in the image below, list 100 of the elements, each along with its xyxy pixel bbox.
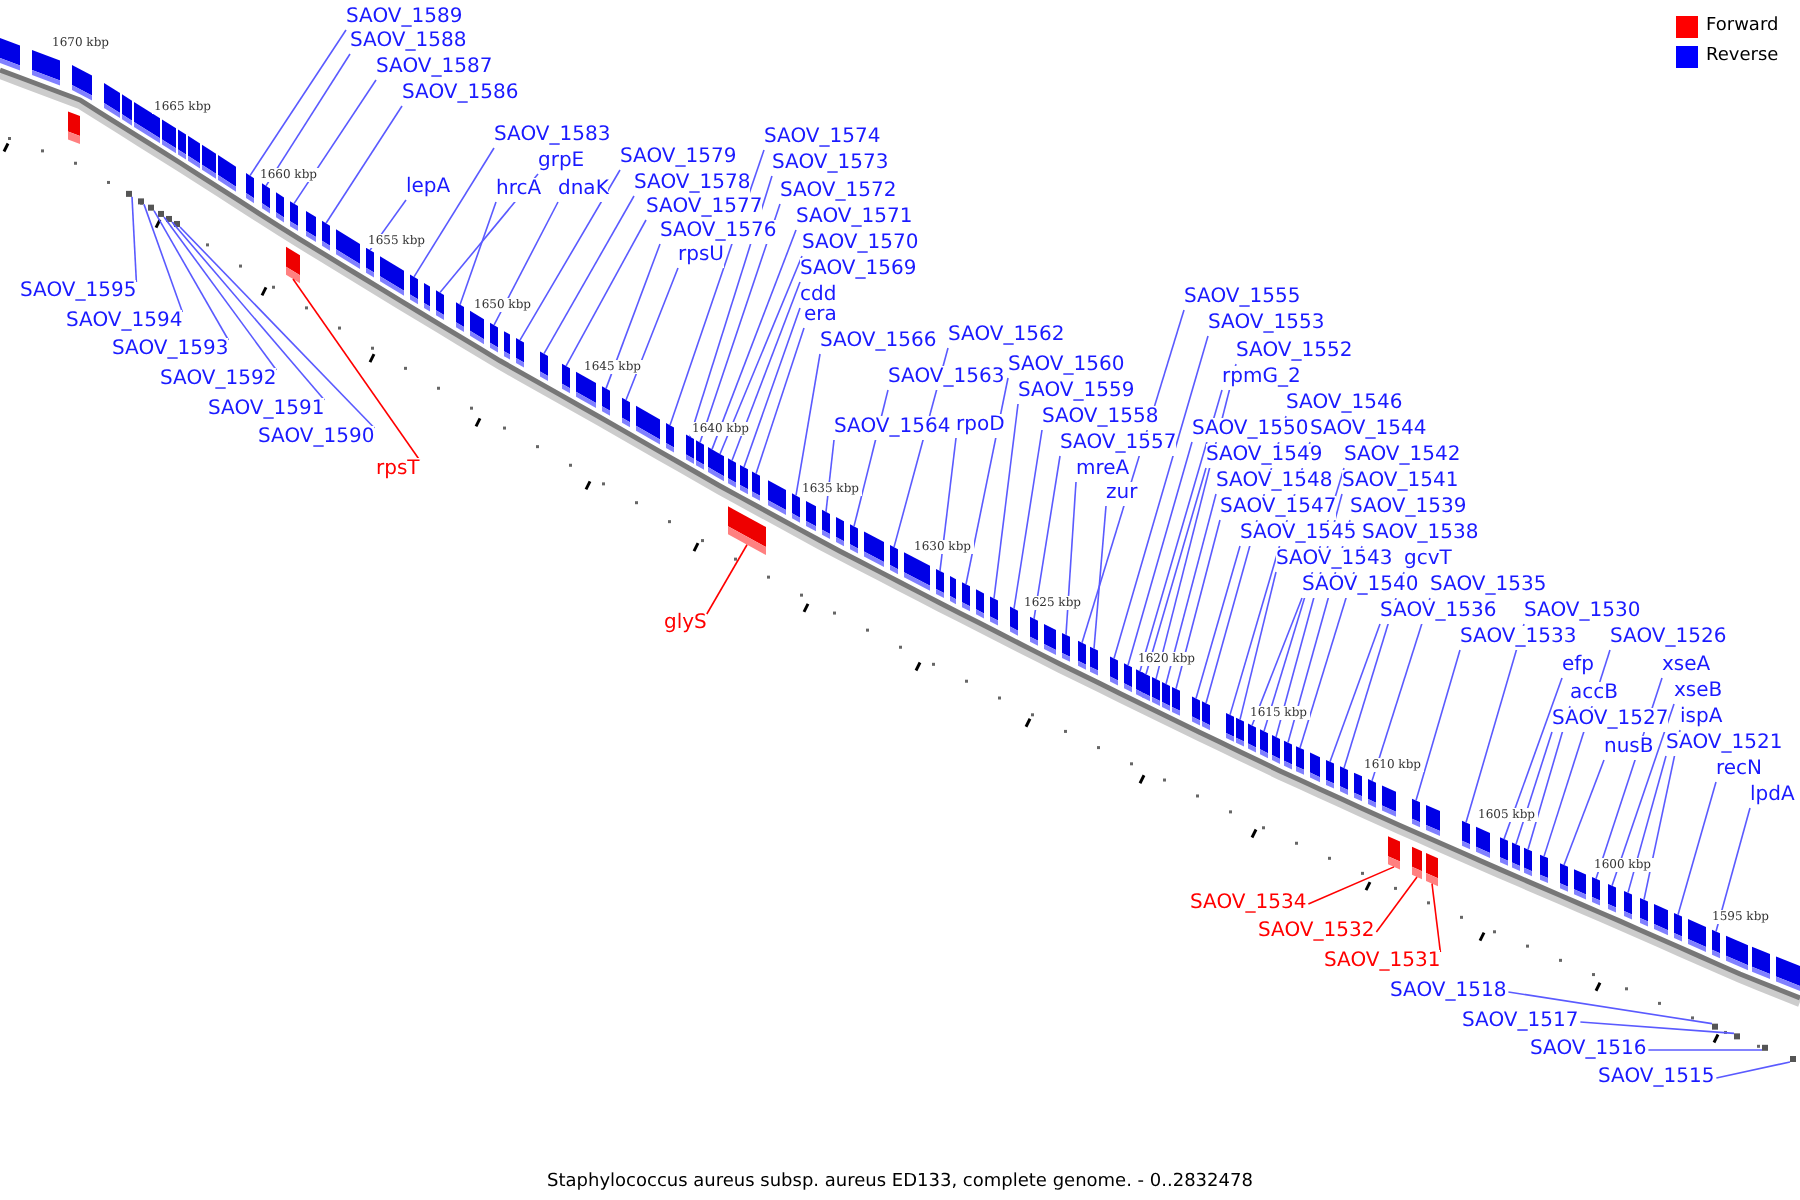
gene-block [990,596,998,626]
gene-label: SAOV_1526 [1610,626,1727,650]
gene-label: SAOV_1532 [1258,920,1375,944]
gene-label: SAOV_1573 [772,152,889,176]
leader-line [153,209,230,341]
gene-block [540,351,548,381]
gene-label: SAOV_1574 [764,126,881,150]
gene-label: SAOV_1547 [1220,496,1337,520]
leader-line [565,219,647,367]
leader-line [1033,455,1061,620]
gene-label: rpsU [678,244,724,268]
gene-label: SAOV_1540 [1302,574,1419,598]
leader-line [519,169,621,341]
gene-label: SAOV_1535 [1430,574,1547,598]
gene-label: SAOV_1572 [780,180,897,204]
leader-line [1715,1061,1791,1079]
gene-label: SAOV_1579 [620,146,737,170]
leader-line [1307,866,1395,905]
leader-line [1093,505,1107,650]
gene-label: SAOV_1566 [820,330,937,354]
gene-block [1202,701,1210,731]
leader-line [1175,519,1221,690]
leader-line [163,216,278,371]
gene-label: SAOV_1563 [888,366,1005,390]
gene-label: nusB [1604,736,1654,760]
leader-line [939,437,957,572]
leader-line [1579,1021,1735,1035]
gene-block [850,524,858,554]
gene-label: SAOV_1530 [1524,600,1641,624]
gene-block [1172,686,1180,716]
gene-block [666,423,674,453]
gene-block [1326,759,1334,789]
gene-label: dnaK [558,178,609,202]
leader-line [795,353,821,497]
gene-label: hrcA [496,178,542,202]
leader-line [543,195,635,355]
gene-label: rpmG_2 [1222,366,1301,390]
gene-block [562,363,570,394]
leader-line [459,201,497,306]
gene-label: SAOV_1564 [834,416,951,440]
gene-block [1340,766,1348,795]
gene-block [246,173,254,204]
gene-block [1560,863,1568,892]
gene-label: SAOV_1541 [1342,470,1459,494]
gene-label: SAOV_1578 [634,172,751,196]
gene-block [1152,677,1160,707]
gene-block [1540,854,1548,884]
gene-block [728,506,766,556]
gene-label: SAOV_1560 [1008,354,1125,378]
gene-label: SAOV_1593 [112,338,229,362]
gene-block [1236,717,1244,747]
gene-label: SAOV_1591 [208,398,325,422]
gene-label: efp [1562,654,1595,678]
gene-block [936,568,944,598]
gene-block [1284,740,1292,770]
gene-block [602,386,610,416]
leader-line [1195,545,1241,700]
gene-label: lpdA [1750,784,1795,808]
gene-label: SAOV_1577 [646,196,763,220]
leader-line [439,173,539,294]
gene-label: zur [1106,482,1138,506]
gene-block [1524,847,1532,877]
gene-block [1162,682,1170,711]
leader-line [965,377,1009,585]
gene-block [708,447,716,477]
legend-label: Reverse [1706,46,1779,68]
leader-line [249,29,347,177]
leader-line [1375,876,1418,933]
gene-label: SAOV_1538 [1362,522,1479,546]
gene-block [1296,746,1304,775]
leader-line [731,281,801,462]
gene-block [1674,912,1682,942]
leader-line [1647,1049,1763,1051]
gene-block [290,201,298,232]
leader-line [1127,441,1193,667]
leader-line [131,196,138,283]
caption: Staphylococcus aureus subsp. aureus ED133, complete genome. - 0..2832478 [547,1172,1253,1192]
gene-block [286,246,300,284]
gene-block [490,322,498,353]
gene-block [410,274,418,305]
gene-block [1412,846,1422,880]
leader-line [706,543,748,615]
gene-block [436,290,444,320]
leader-line [743,307,801,468]
gene-block [1608,883,1616,913]
gene-label: SAOV_1536 [1380,600,1497,624]
gene-block [1624,890,1632,920]
gene-block [1640,897,1648,927]
gene-block [1500,837,1508,866]
gene-block [1090,646,1098,676]
leader-line [171,221,326,401]
gene-block [1110,656,1118,686]
gene-label: SAOV_1587 [376,56,493,80]
gene-block [686,434,694,465]
gene-block [1272,735,1280,764]
gene-label: SAOV_1516 [1530,1038,1647,1062]
gene-block [1226,712,1234,742]
gene-label: SAOV_1552 [1236,340,1353,364]
leader-line [1677,781,1717,916]
gene-block [728,458,736,488]
